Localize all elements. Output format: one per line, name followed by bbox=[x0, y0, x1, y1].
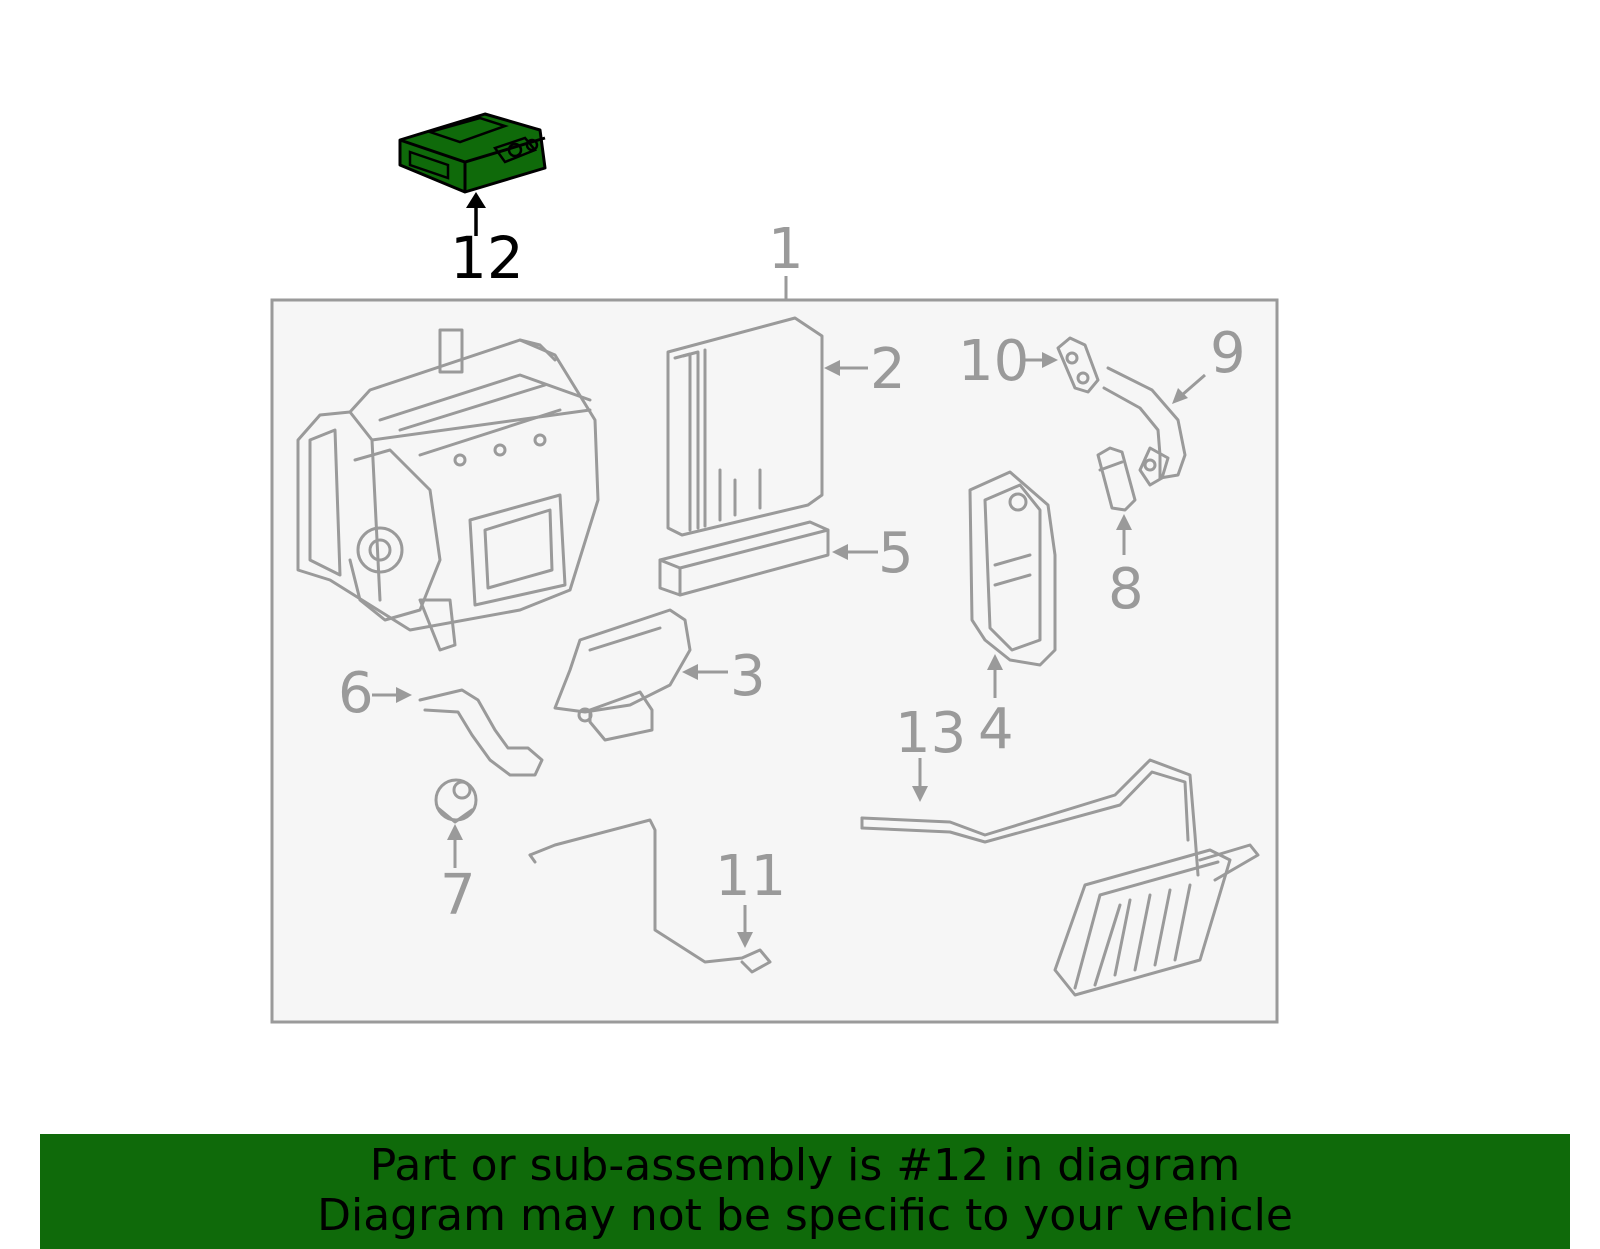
callout-13[interactable]: 13 bbox=[895, 701, 966, 766]
part-10-block[interactable] bbox=[1056, 336, 1100, 394]
callout-1[interactable]: 1 bbox=[768, 217, 804, 282]
part-11-sensor[interactable] bbox=[528, 818, 772, 974]
arrow-6 bbox=[372, 687, 412, 703]
callout-3[interactable]: 3 bbox=[730, 644, 766, 709]
part-5-filter[interactable] bbox=[658, 520, 830, 597]
arrow-10 bbox=[1020, 352, 1058, 368]
notice-banner: Part or sub-assembly is #12 in diagram D… bbox=[40, 1134, 1570, 1249]
part-9-pipe[interactable] bbox=[1102, 366, 1187, 487]
callout-9[interactable]: 9 bbox=[1210, 321, 1246, 386]
callout-5[interactable]: 5 bbox=[878, 521, 914, 586]
callout-8[interactable]: 8 bbox=[1108, 557, 1144, 622]
part-7-grommet[interactable] bbox=[434, 778, 478, 824]
part-13-heater-core[interactable] bbox=[860, 758, 1260, 997]
callout-6[interactable]: 6 bbox=[338, 661, 374, 726]
part-12-control-unit[interactable] bbox=[398, 112, 547, 194]
heater-case-housing[interactable] bbox=[296, 328, 600, 652]
arrow-2 bbox=[824, 360, 868, 376]
part-2-evaporator[interactable] bbox=[666, 316, 824, 537]
arrow-13 bbox=[912, 758, 928, 802]
callout-10[interactable]: 10 bbox=[958, 329, 1029, 394]
part-8-valve[interactable] bbox=[1096, 446, 1137, 512]
arrow-7 bbox=[447, 824, 463, 868]
part-6-hose[interactable] bbox=[418, 688, 544, 777]
callout-11[interactable]: 11 bbox=[715, 844, 786, 909]
arrow-8 bbox=[1116, 514, 1132, 555]
arrow-12 bbox=[466, 192, 486, 236]
arrow-3 bbox=[682, 664, 728, 680]
callout-4[interactable]: 4 bbox=[978, 697, 1014, 762]
banner-line-part-number: Part or sub-assembly is #12 in diagram bbox=[369, 1140, 1241, 1191]
arrow-5 bbox=[832, 544, 878, 560]
callout-2[interactable]: 2 bbox=[870, 337, 906, 402]
callout-7[interactable]: 7 bbox=[440, 863, 476, 928]
assembly-box bbox=[270, 298, 1279, 1024]
part-3-cover[interactable] bbox=[553, 608, 692, 742]
part-4-damper[interactable] bbox=[968, 470, 1057, 667]
callout-12[interactable]: 12 bbox=[450, 224, 524, 292]
banner-line-disclaimer: Diagram may not be specific to your vehi… bbox=[317, 1190, 1293, 1241]
arrow-9 bbox=[1172, 373, 1206, 404]
arrow-4 bbox=[987, 654, 1003, 698]
arrow-11 bbox=[737, 905, 753, 948]
